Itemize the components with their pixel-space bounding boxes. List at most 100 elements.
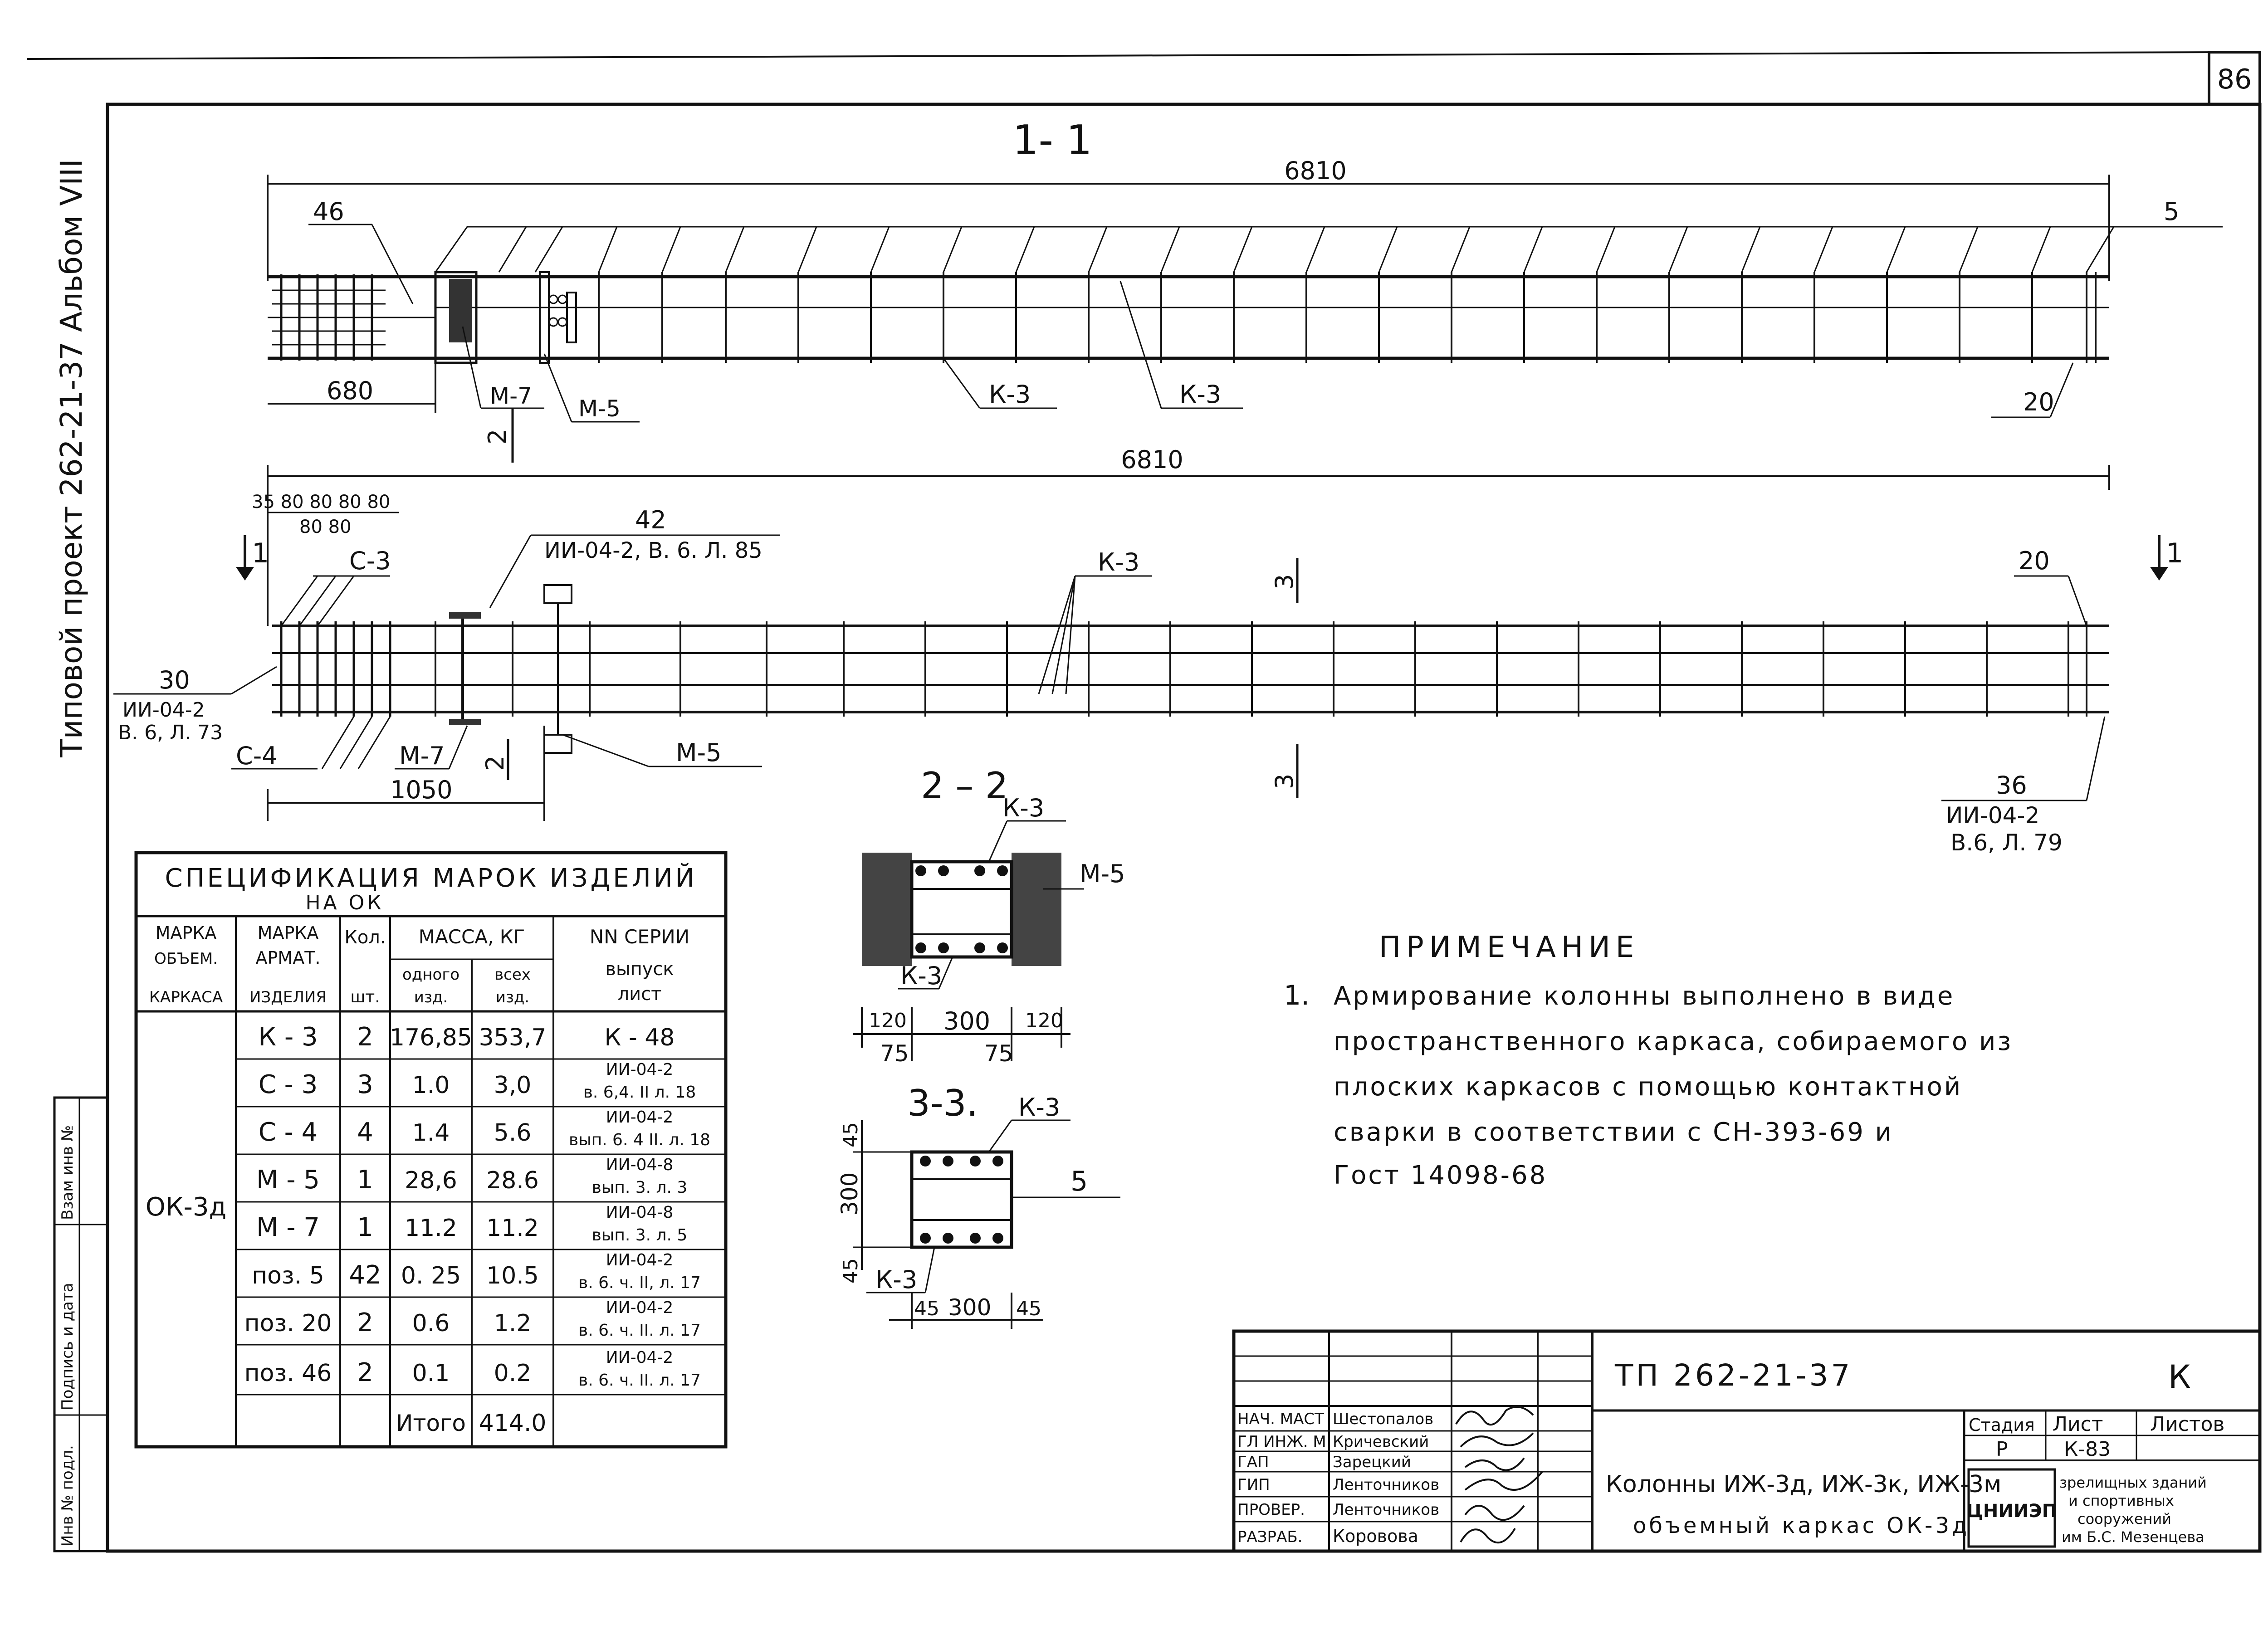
label-36-ref2: В.6, Л. 79	[1950, 830, 2063, 856]
tb-name-6: Коровова	[1333, 1526, 1418, 1546]
dim-33-v1: 45	[839, 1122, 862, 1147]
plan-view: 6810 35 80 80 80 80 80 80	[113, 445, 2183, 856]
end-mesh-1-1	[272, 274, 386, 361]
title-block: ТП 262-21-37 К НАЧ. МАСТ Шестопалов ГЛ И…	[1232, 1329, 2262, 1553]
stamp-podpis: Подпись и дата	[59, 1283, 77, 1410]
tb-name-2: Кричевский	[1333, 1433, 1429, 1451]
hdr-vseh-1: всех	[494, 966, 531, 984]
dim-33-v2: 300	[836, 1172, 863, 1215]
signature-scribbles	[1455, 1406, 1543, 1544]
cell-one: 1.0	[412, 1072, 450, 1099]
cut-1-left: 1	[252, 537, 269, 569]
cell-all: 5.6	[494, 1119, 532, 1147]
dim-1050: 1050	[390, 776, 452, 804]
page-number: 86	[2217, 63, 2252, 95]
hdr-kol-unit: шт.	[350, 988, 380, 1006]
label-36-ref1: ИИ-04-2	[1946, 802, 2039, 829]
label-5-top: 5	[2164, 197, 2179, 226]
label-20-top: 20	[2023, 388, 2054, 416]
hdr-series-2: выпуск	[605, 959, 674, 980]
dim-spacing-top: 35 80 80 80 80	[252, 492, 390, 512]
cell-qty: 3	[357, 1070, 373, 1099]
tb-name-1: Шестопалов	[1333, 1410, 1433, 1428]
side-title: Типовой проект 262-21-37 Альбом VIII	[54, 159, 89, 757]
cell-mark: поз. 20	[244, 1310, 332, 1337]
note-line-3: плоских каркасов с помощью контактной	[1334, 1072, 1962, 1102]
label-46: 46	[313, 197, 344, 226]
table-row: поз. 46 2 0.1 0.2 ИИ-04-2 в. 6. ч. II. л…	[244, 1348, 701, 1390]
dim-33-h1: 45	[914, 1297, 939, 1320]
label-k3-22-bottom: К-3	[900, 961, 942, 990]
cell-mark: поз. 46	[244, 1360, 332, 1387]
dim-22-a: 120	[869, 1009, 907, 1032]
label-m7-top: М-7	[490, 383, 532, 409]
cell-one: 11.2	[405, 1215, 457, 1242]
cell-qty: 2	[357, 1358, 373, 1387]
hdr-marka-arm-3: ИЗДЕЛИЯ	[249, 988, 327, 1006]
label-m5-22: М-5	[1080, 859, 1125, 888]
note-title: ПРИМЕЧАНИЕ	[1379, 931, 1639, 964]
tb-name-5: Ленточников	[1333, 1501, 1439, 1519]
cell-ref1: ИИ-04-2	[606, 1348, 674, 1367]
stamp-inv-podl: Инв № подл.	[59, 1445, 77, 1547]
cell-qty: 1	[357, 1165, 373, 1195]
hdr-series-1: NN СЕРИИ	[590, 926, 689, 948]
cell-qty: 2	[357, 1308, 373, 1337]
cell-all: 353,7	[479, 1024, 547, 1051]
note-number: 1.	[1284, 980, 1310, 1011]
tb-title-2: объемный каркас ОК-3д	[1633, 1513, 1970, 1538]
cell-one: 1.4	[412, 1119, 450, 1147]
left-stamp: Инв № подл. Подпись и дата Взам инв №	[53, 1096, 109, 1552]
cell-ref1: ИИ-04-8	[606, 1203, 674, 1222]
hdr-odnogo-1: одного	[402, 966, 459, 984]
dim-22-c: 120	[1025, 1009, 1063, 1032]
cell-all: 11.2	[486, 1215, 539, 1242]
section-2-2: 2 – 2 К-3 К-3 М-5 120 300 120 75 75	[853, 765, 1125, 1067]
label-k3-plan: К-3	[1098, 548, 1139, 576]
total-value: 414.0	[479, 1410, 547, 1437]
hdr-massa: МАССА, КГ	[419, 926, 525, 948]
table-row: поз. 5 42 0. 25 10.5 ИИ-04-2 в. 6. ч. II…	[252, 1251, 701, 1292]
note-line-1: Армирование колонны выполнено в виде	[1334, 981, 1955, 1011]
hdr-series-3: лист	[618, 984, 662, 1005]
dim-22-b: 300	[943, 1007, 990, 1035]
tb-name-4: Ленточников	[1333, 1476, 1439, 1494]
hdr-vseh-2: изд.	[496, 988, 530, 1006]
hdr-marka-obj-3: КАРКАСА	[149, 988, 223, 1006]
cell-ref1: ИИ-04-2	[606, 1108, 674, 1127]
cell-one: 28,6	[405, 1167, 457, 1194]
tb-org-logo: ЦНИИЭП	[1966, 1501, 2057, 1522]
label-c4: С-4	[236, 742, 278, 770]
stamp-vzam: Взам инв №	[59, 1125, 77, 1220]
tb-sheet-label: Лист	[2053, 1413, 2103, 1436]
table-row: С - 3 3 1.0 3,0 ИИ-04-2 в. 6,4. II л. 18	[259, 1060, 696, 1102]
cut-2-plan: 2	[481, 756, 509, 771]
dim-33-h2: 300	[948, 1294, 991, 1321]
tb-stage-label: Стадия	[1969, 1415, 2035, 1435]
tb-project: ТП 262-21-37	[1614, 1358, 1853, 1393]
spec-title-2: НА ОК	[305, 891, 384, 914]
tb-org-3: сооружений	[2077, 1510, 2171, 1528]
label-20-plan: 20	[2019, 547, 2050, 575]
tb-stage: Р	[1996, 1438, 2008, 1461]
cell-ref2: вып. 6. 4 II. л. 18	[569, 1131, 710, 1149]
spec-group: ОК-3д	[146, 1192, 226, 1222]
table-row: К - 3 2 176,85 353,7 К - 48	[258, 1022, 675, 1052]
total-label: Итого	[396, 1410, 466, 1436]
cut-3-top: 3	[1270, 574, 1299, 590]
dim-6810-top: 6810	[1284, 156, 1346, 185]
cell-mark: К - 3	[258, 1022, 318, 1052]
hdr-marka-obj-2: ОБЪЕМ.	[154, 950, 218, 968]
hdr-marka-arm-1: МАРКА	[258, 923, 319, 943]
dim-spacing-bottom: 80 80	[299, 517, 352, 537]
table-row: М - 7 1 11.2 11.2 ИИ-04-8 вып. 3. л. 5	[256, 1203, 687, 1245]
section-1-1: 1- 1 6810	[267, 117, 2223, 463]
label-k3-33-top: К-3	[1018, 1093, 1060, 1122]
cell-all: 28.6	[486, 1167, 539, 1194]
cell-ref2: в. 6. ч. II. л. 17	[578, 1371, 701, 1390]
tb-org-4: им Б.С. Мезенцева	[2062, 1528, 2204, 1546]
cell-mark: М - 5	[256, 1165, 320, 1195]
section-3-3: 3-3. К-3 К-3 5 45 300 45 45 300 45	[836, 1082, 1120, 1329]
label-k3-33-bottom: К-3	[875, 1265, 917, 1294]
